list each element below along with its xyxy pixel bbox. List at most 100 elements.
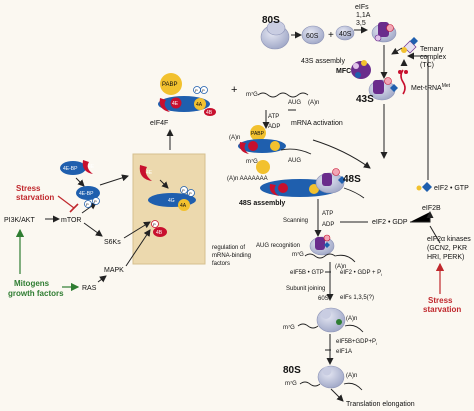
subunit-40s — [335, 25, 355, 41]
label-an-aaaa-1: (A)n — [229, 135, 240, 141]
mfc-complex — [351, 60, 371, 79]
inhibit-stress-mtor — [57, 195, 75, 209]
label-80s-top: 80S — [262, 15, 280, 26]
label-4e-top: 4E — [172, 101, 179, 107]
label-an-3: (A)n — [335, 264, 346, 270]
label-atp-1: ATP — [268, 114, 279, 120]
label-4b-top: 4B — [206, 110, 213, 116]
inhibit-eif2b — [429, 225, 441, 244]
ternary-complex — [401, 37, 418, 54]
label-an-4: (A)n — [346, 316, 357, 322]
label-an-5: (A)n — [346, 373, 357, 379]
label-aug-2: AUG — [288, 158, 301, 164]
label-eifs-top-1: eIFs — [355, 4, 369, 11]
label-regulation-3: factors — [212, 261, 230, 267]
label-4b-box: 4B — [156, 230, 163, 236]
label-pabp-top: PABP — [162, 82, 178, 88]
label-eifs-top-3: 3,5 — [356, 20, 366, 27]
label-eif2a-kinases-1: eIF2α kinases — [427, 236, 471, 243]
arrow-eif2-exchange — [410, 211, 434, 223]
label-pabp-2: PABP — [251, 131, 265, 137]
label-eif2b: eIF2B — [422, 205, 441, 212]
label-4e-box: 4E — [146, 170, 153, 176]
label-40s: 40S — [339, 31, 352, 38]
label-m7g-3: m⁷G — [292, 251, 304, 258]
label-eif2a-kinases-2: (GCN2, PKR — [427, 245, 467, 252]
label-80s-bottom: 80S — [283, 365, 301, 376]
label-eif1a: eIF1A — [336, 349, 352, 355]
label-4a-box: 4A — [180, 203, 187, 209]
phospho-box-2: P — [189, 191, 192, 196]
4ebp-phosphorylated — [76, 186, 100, 208]
free-4e — [139, 165, 152, 181]
label-translation-elongation: Translation elongation — [346, 401, 415, 408]
label-4g-box: 4G — [168, 198, 175, 204]
phospho-left-2: P — [86, 202, 89, 207]
arrow-4ebp-phospho — [75, 177, 85, 187]
label-m7g-5: m⁷G — [285, 380, 297, 387]
activated-mrna — [238, 125, 312, 155]
label-48s: 48S — [343, 174, 361, 185]
label-eif5b-gtp: eIF5B • GTP — [290, 270, 324, 276]
phospho-box-3: P — [153, 222, 156, 227]
label-m7g-4: m⁷G — [283, 324, 295, 331]
label-mapk: MAPK — [104, 267, 124, 274]
label-stress-left-2: starvation — [16, 193, 54, 202]
label-ras: RAS — [82, 285, 97, 292]
label-4a-top: 4A — [196, 102, 203, 108]
4ebp-4e-bound — [60, 160, 93, 175]
phospho-box-1: P — [182, 188, 185, 193]
label-ternary-1: Ternary — [420, 46, 444, 53]
label-mtor: mTOR — [61, 217, 81, 224]
plus-sign-top: + — [328, 30, 334, 41]
label-eif4f: eIF4F — [150, 120, 168, 127]
label-ternary-2: complex — [420, 54, 447, 61]
arrow-ras-mapk — [97, 275, 107, 283]
label-mitogens-1: Mitogens — [14, 279, 50, 288]
phospho-top-1: P — [195, 88, 198, 93]
label-an-1: (A)n — [308, 100, 319, 106]
complex-43s — [368, 77, 398, 101]
label-eifs-135: eIFs 1,3,5(?) — [340, 295, 374, 301]
label-regulation-2: mRNA-binding — [212, 253, 251, 259]
scaffold-4g — [148, 186, 196, 211]
phospho-top-2: P — [202, 88, 205, 93]
arrow-box-assembly — [159, 179, 169, 189]
label-43s: 43S — [356, 94, 374, 105]
label-60s-2: 60S — [318, 296, 329, 302]
arrow-mtor-4ebp — [81, 202, 97, 214]
label-stress-left-1: Stress — [16, 184, 41, 193]
aug-recognition-complex — [304, 234, 356, 263]
label-4e-left-1: 4E — [88, 164, 95, 170]
label-aug-recognition: AUG recognition — [256, 243, 300, 249]
inhibit-bar-mtor — [69, 203, 79, 213]
label-48s-assembly: 48S assembly — [239, 200, 285, 207]
eifs-bound-40s — [371, 22, 397, 43]
label-mfc: MFC — [336, 68, 351, 75]
label-met-trna: Met-tRNAMet — [411, 83, 451, 92]
label-mitogens-2: growth factors — [8, 289, 64, 298]
label-regulation-1: regulation of — [212, 245, 245, 251]
pabp-top — [160, 73, 182, 95]
arrow-s6ks-4b — [123, 221, 151, 239]
ribosome-80s-bottom — [299, 365, 363, 391]
label-subunit-joining: Subunit joining — [286, 286, 325, 292]
protein-4b-box — [151, 220, 167, 237]
label-m7g-2: m⁷G — [246, 158, 258, 165]
label-4ebp-2: 4E-BP — [79, 191, 94, 197]
mrna-line-1 — [257, 92, 309, 98]
label-eifs-top-2: 1,1A — [356, 12, 371, 19]
label-stress-right-1: Stress — [428, 296, 453, 305]
label-adp-2: ADP — [322, 222, 334, 228]
label-43s-assembly: 43S assembly — [301, 58, 345, 65]
arrow-eif2-gtp-to-tc — [407, 52, 429, 180]
label-an-aaaa-2: (A)n AAAAAAA — [227, 176, 268, 182]
label-atp-2: ATP — [322, 211, 333, 217]
met-trna-icon — [398, 69, 408, 95]
subunit-60s — [301, 25, 325, 45]
arrow-release-4e — [99, 174, 129, 186]
label-ternary-3: (TC) — [420, 62, 434, 69]
label-4ebp-1: 4E-BP — [63, 166, 78, 172]
